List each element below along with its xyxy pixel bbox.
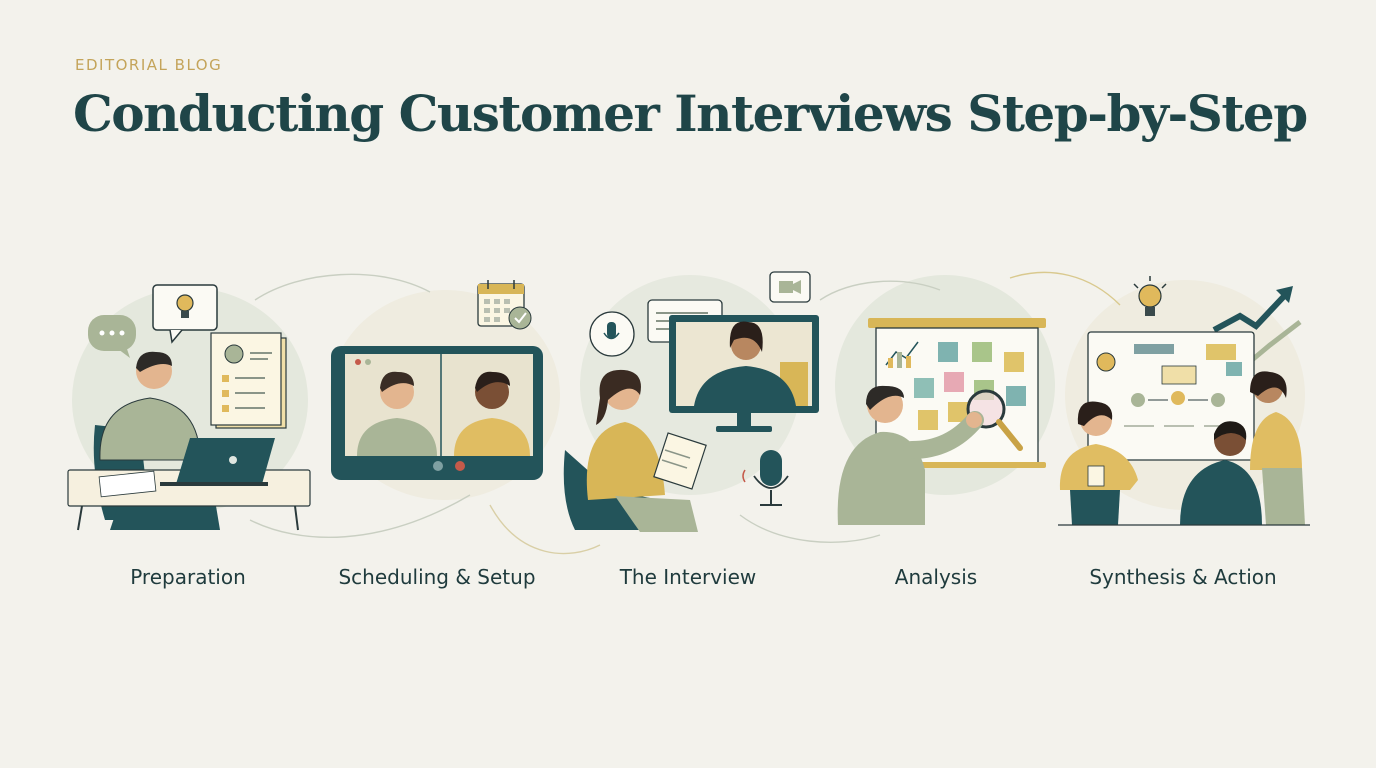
lightbulb-insight-icon [1133, 276, 1167, 316]
step-label-scheduling: Scheduling & Setup [338, 565, 536, 589]
eyebrow-label: EDITORIAL BLOG [75, 56, 223, 74]
calendar-icon [477, 280, 532, 330]
step-connectors [249, 271, 1121, 555]
step-label-analysis: Analysis [894, 565, 978, 589]
growth-arrow-icon [1212, 286, 1302, 362]
tablet-video-call [331, 346, 543, 480]
microphone-bubble-icon [589, 311, 635, 357]
lightbulb-idea-icon [152, 284, 218, 344]
step-label-synthesis: Synthesis & Action [1089, 565, 1277, 589]
monitor-interviewee [669, 315, 819, 432]
step-label-preparation: Preparation [130, 565, 246, 589]
illustration-synthesis [1058, 276, 1310, 526]
illustration-preparation [67, 284, 311, 531]
step-label-interview: The Interview [619, 565, 757, 589]
illustration-analysis [837, 318, 1046, 525]
checklist-icon [210, 332, 287, 429]
illustration-interview [563, 271, 819, 532]
chat-bubble-icon [88, 315, 136, 358]
laptop-icon [160, 438, 275, 486]
illustration-scheduling [331, 280, 543, 480]
notepad-icon [653, 432, 707, 490]
podcast-microphone-icon [742, 450, 789, 506]
insights-board [1087, 331, 1255, 461]
video-camera-icon [769, 271, 811, 303]
page-title: Conducting Customer Interviews Step-by-S… [73, 84, 1308, 143]
